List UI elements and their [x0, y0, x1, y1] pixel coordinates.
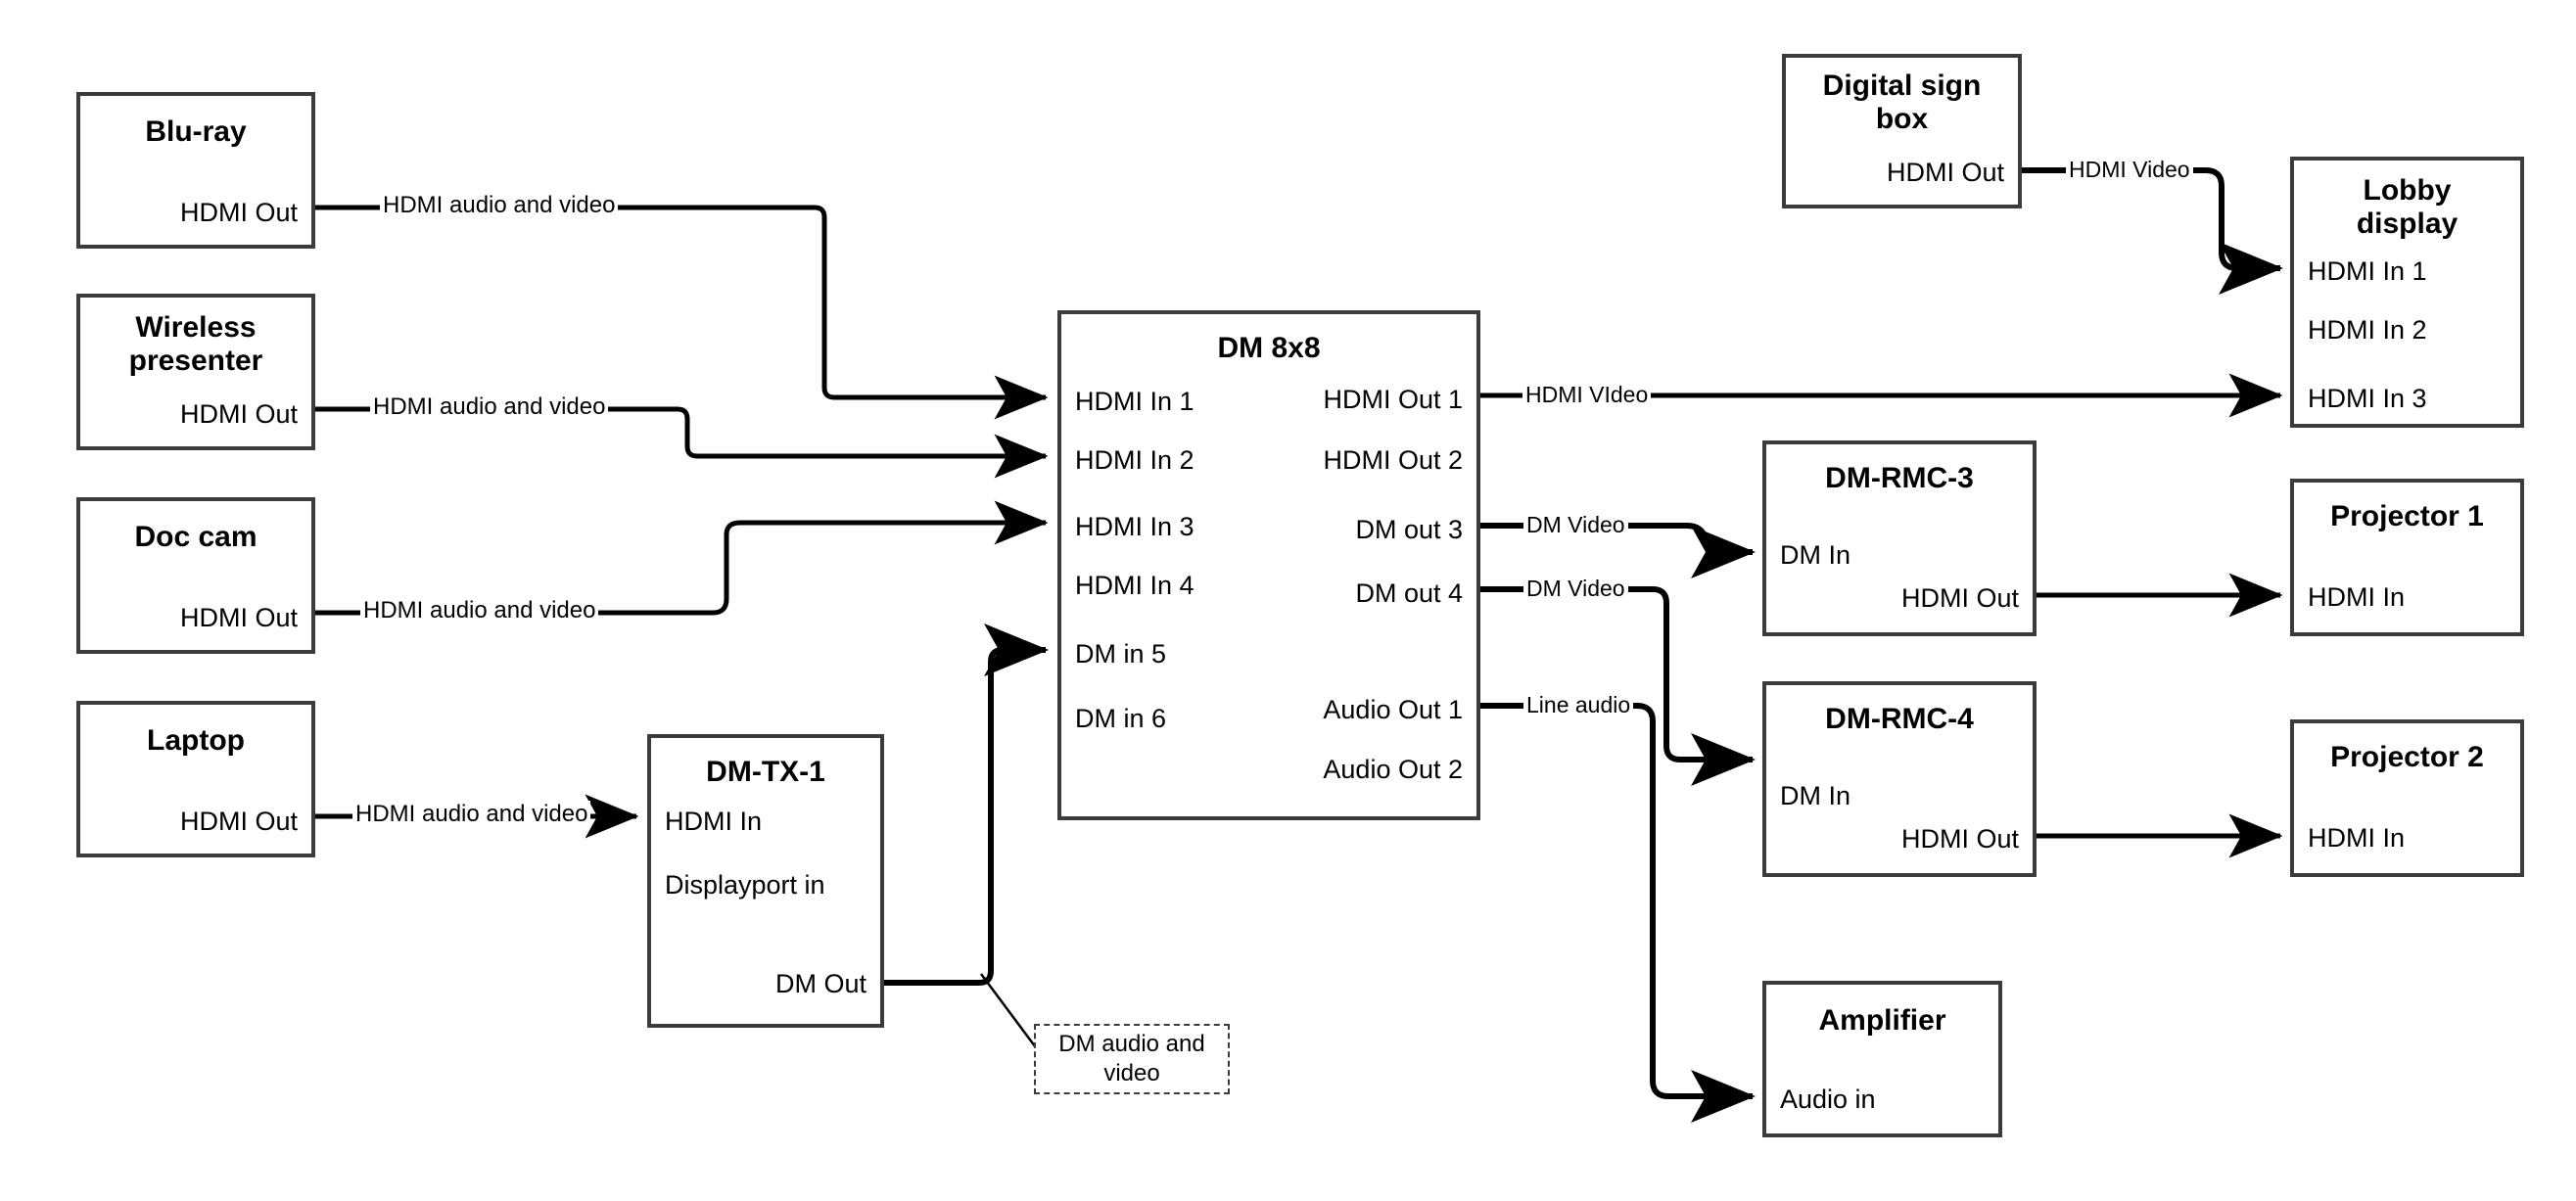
wire-label-wireless-to-dm-in2: HDMI audio and video [370, 393, 609, 421]
wire-digitalsign-to-lobby-in1 [2022, 167, 2283, 295]
node-dm-8x8-output-dm-out-3[interactable]: DM out 3 [1355, 515, 1463, 544]
wire-label-laptop-to-dmtx1: HDMI audio and video [352, 801, 591, 828]
wire-label-bluray-to-dm-in1: HDMI audio and video [380, 192, 619, 219]
note-dm-audio-and-video: DM audio and video [1034, 1024, 1230, 1094]
wire-label-dmout4-to-rmc4: DM Video [1523, 576, 1628, 602]
node-dm-rmc-3-port-hdmi-out[interactable]: HDMI Out [1900, 583, 2019, 613]
wire-dm-dmout3-to-rmc3 [1480, 523, 1756, 578]
node-laptop-title: Laptop [147, 724, 245, 757]
node-dm-rmc-3-port-dm-in[interactable]: DM In [1780, 540, 1851, 570]
node-amplifier-title: Amplifier [1818, 1004, 1946, 1037]
node-dm-rmc-3-title: DM-RMC-3 [1825, 462, 1974, 494]
node-digital-sign-box-title-line2: box [1875, 103, 1929, 135]
wire-dmtx1-to-dm-in5 [884, 624, 1049, 986]
wire-wireless-to-dm-in2 [315, 406, 1049, 479]
wire-label-dmout3-to-rmc3: DM Video [1523, 512, 1628, 538]
node-dm-tx-1-port-dm-out[interactable]: DM Out [774, 969, 866, 998]
node-amplifier[interactable]: Amplifier Audio in [1762, 981, 2002, 1137]
node-doc-cam-title: Doc cam [134, 521, 258, 553]
wire-doccam-to-dm-in3 [315, 500, 1049, 616]
node-wireless-presenter[interactable]: Wireless presenter HDMI Out [76, 294, 315, 450]
node-wireless-presenter-title-line2: presenter [128, 345, 263, 377]
node-projector-1[interactable]: Projector 1 HDMI In [2290, 479, 2524, 636]
node-bluray-port-hdmi-out[interactable]: HDMI Out [179, 198, 298, 227]
node-dm-8x8-output-audio-out-2[interactable]: Audio Out 2 [1323, 755, 1463, 784]
node-lobby-display-port-hdmi-in-3[interactable]: HDMI In 3 [2308, 384, 2427, 413]
node-dm-tx-1-port-hdmi-in[interactable]: HDMI In [665, 807, 763, 836]
node-dm-8x8-input-dm-in-5[interactable]: DM in 5 [1075, 639, 1167, 669]
node-dm-8x8-input-hdmi-in-4[interactable]: HDMI In 4 [1075, 571, 1194, 600]
node-doc-cam-port-hdmi-out[interactable]: HDMI Out [179, 603, 298, 632]
node-dm-rmc-3[interactable]: DM-RMC-3 DM In HDMI Out [1762, 440, 2037, 636]
node-dm-8x8-output-hdmi-out-2[interactable]: HDMI Out 2 [1323, 445, 1463, 475]
node-digital-sign-box-port-hdmi-out[interactable]: HDMI Out [1886, 158, 2004, 187]
node-projector-2-port-hdmi-in[interactable]: HDMI In [2308, 823, 2406, 853]
node-dm-tx-1-title: DM-TX-1 [706, 756, 825, 788]
wire-dm-audioout1-to-amplifier [1480, 703, 1756, 1123]
node-bluray[interactable]: Blu-ray HDMI Out [76, 92, 315, 249]
node-projector-2[interactable]: Projector 2 HDMI In [2290, 719, 2524, 877]
node-digital-sign-box-title: Digital sign [1822, 69, 1982, 102]
wire-label-doccam-to-dm-in3: HDMI audio and video [360, 597, 599, 624]
node-dm-8x8-input-hdmi-in-3[interactable]: HDMI In 3 [1075, 512, 1194, 541]
node-dm-8x8-output-hdmi-out-1[interactable]: HDMI Out 1 [1323, 385, 1463, 414]
node-dm-8x8[interactable]: DM 8x8 HDMI In 1 HDMI In 2 HDMI In 3 HDM… [1057, 310, 1480, 820]
node-dm-rmc-4[interactable]: DM-RMC-4 DM In HDMI Out [1762, 681, 2037, 877]
node-amplifier-port-audio-in[interactable]: Audio in [1780, 1085, 1876, 1114]
leader-line-dm-audio-note [979, 973, 1043, 1055]
node-lobby-display-title-line2: display [2356, 208, 2459, 240]
node-dm-tx-1-port-displayport-in[interactable]: Displayport in [665, 870, 825, 900]
node-dm-rmc-4-port-dm-in[interactable]: DM In [1780, 781, 1851, 810]
node-dm-8x8-output-audio-out-1[interactable]: Audio Out 1 [1323, 695, 1463, 724]
node-dm-8x8-input-dm-in-6[interactable]: DM in 6 [1075, 704, 1167, 733]
node-wireless-presenter-title: Wireless [135, 311, 257, 344]
node-doc-cam[interactable]: Doc cam HDMI Out [76, 497, 315, 654]
node-dm-rmc-4-port-hdmi-out[interactable]: HDMI Out [1900, 824, 2019, 854]
node-laptop-port-hdmi-out[interactable]: HDMI Out [179, 807, 298, 836]
node-projector-1-port-hdmi-in[interactable]: HDMI In [2308, 582, 2406, 612]
node-dm-8x8-input-hdmi-in-2[interactable]: HDMI In 2 [1075, 445, 1194, 475]
wire-dm-dmout4-to-rmc4 [1480, 586, 1756, 786]
node-lobby-display-title: Lobby [2363, 174, 2452, 207]
node-dm-rmc-4-title: DM-RMC-4 [1825, 703, 1974, 735]
wire-label-hdmiout1-to-lobby: HDMI VIdeo [1522, 382, 1652, 408]
node-dm-8x8-output-dm-out-4[interactable]: DM out 4 [1355, 578, 1463, 608]
node-dm-8x8-title: DM 8x8 [1217, 332, 1321, 364]
wire-bluray-to-dm-in1 [315, 205, 1049, 420]
node-dm-8x8-input-hdmi-in-1[interactable]: HDMI In 1 [1075, 387, 1194, 416]
node-lobby-display-port-hdmi-in-2[interactable]: HDMI In 2 [2308, 315, 2427, 345]
node-projector-2-title: Projector 2 [2330, 741, 2484, 773]
wire-label-audioout1-to-amplifier: Line audio [1523, 692, 1634, 718]
node-lobby-display[interactable]: Lobby display HDMI In 1 HDMI In 2 HDMI I… [2290, 157, 2524, 428]
node-projector-1-title: Projector 1 [2330, 500, 2484, 532]
wire-label-digitalsign-to-lobby: HDMI Video [2066, 157, 2193, 183]
node-bluray-title: Blu-ray [145, 115, 247, 148]
node-digital-sign-box[interactable]: Digital sign box HDMI Out [1782, 54, 2022, 208]
node-lobby-display-port-hdmi-in-1[interactable]: HDMI In 1 [2308, 256, 2427, 286]
node-laptop[interactable]: Laptop HDMI Out [76, 701, 315, 857]
node-wireless-presenter-port-hdmi-out[interactable]: HDMI Out [179, 399, 298, 429]
node-dm-tx-1[interactable]: DM-TX-1 HDMI In Displayport in DM Out [647, 734, 884, 1028]
